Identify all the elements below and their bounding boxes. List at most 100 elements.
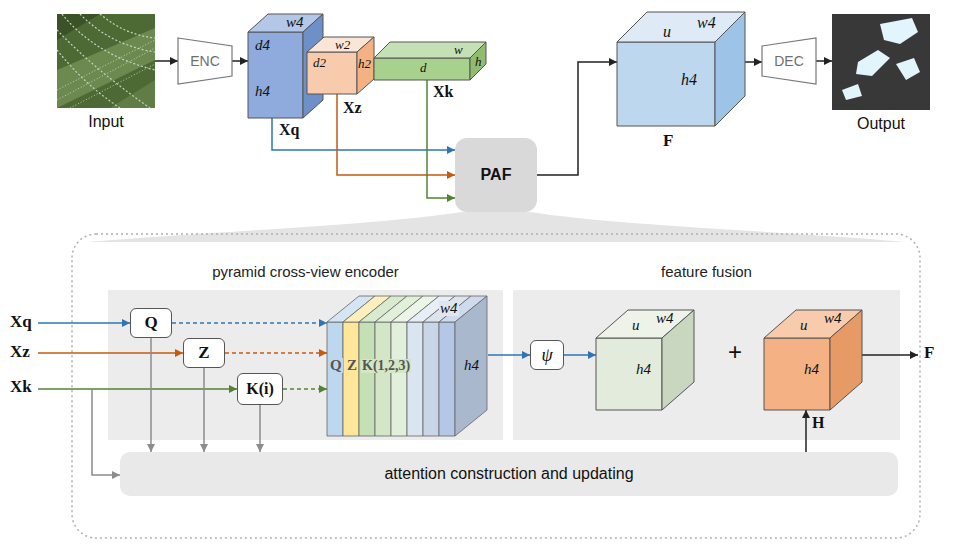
dimension-label: d — [420, 61, 427, 74]
cube-face — [374, 58, 470, 80]
connector — [564, 354, 596, 356]
segment-blob — [896, 58, 920, 80]
connector — [537, 62, 617, 175]
connector — [488, 354, 530, 356]
dimension-label: h2 — [358, 57, 371, 70]
input-image — [57, 14, 155, 108]
input-name: Xq — [10, 313, 32, 330]
signal-name: H — [812, 415, 824, 431]
image-rows — [57, 14, 155, 108]
output-name: F — [924, 344, 934, 361]
cube-face — [617, 42, 715, 126]
node-label: Output — [857, 115, 905, 133]
output-wire — [862, 354, 918, 356]
fusion-panel: feature fusionψuw4h4uw4h4 — [513, 290, 900, 440]
dimension-label: w4 — [656, 311, 674, 326]
connector — [805, 410, 807, 452]
dimension-label: w4 — [439, 301, 459, 316]
key-box: K(i) — [237, 373, 283, 405]
input-name: Xz — [10, 343, 30, 360]
cube-face — [357, 37, 374, 94]
dimension-label: u — [632, 318, 640, 333]
node-label: Input — [88, 113, 124, 131]
dimension-label: h4 — [255, 84, 270, 99]
decoder-block: DEC — [762, 38, 816, 84]
connector — [203, 368, 205, 452]
dimension-label: w4 — [697, 15, 716, 31]
query-box: Q — [130, 308, 172, 338]
segment-blob — [880, 18, 918, 44]
stack-slice — [439, 322, 455, 436]
cube-outline — [764, 310, 863, 411]
connector — [816, 60, 832, 62]
dimension-label: w4 — [824, 311, 842, 326]
output-image: Output — [832, 14, 930, 110]
feature-cube: d2w2h2 — [307, 37, 374, 94]
cube-face — [307, 52, 357, 94]
stacked-features: QZK(1,2,3) h4 w4 — [327, 296, 488, 436]
segment-blob — [842, 84, 862, 100]
psi-box: ψ — [530, 340, 564, 370]
cube-outline — [596, 310, 695, 411]
zoom-funnel — [87, 212, 905, 242]
node-label: pyramid cross-view encoder — [108, 263, 503, 280]
trapezoid — [178, 38, 232, 84]
stack-slice — [455, 296, 487, 436]
stack-slice — [391, 322, 407, 436]
dimension-label: u — [663, 24, 671, 40]
projected-cube: u w4 h4 — [596, 310, 694, 410]
image-ground — [57, 14, 155, 108]
cube-outline — [374, 42, 487, 81]
plus-sign: + — [728, 340, 742, 364]
dimension-label: h4 — [681, 72, 697, 88]
dimension-label: h4 — [636, 362, 651, 377]
stack-slice — [343, 322, 359, 436]
connector — [259, 405, 261, 452]
dimension-label: Q — [329, 358, 343, 373]
encoder-block: ENC — [178, 38, 232, 84]
node-label: PAF — [481, 166, 512, 184]
signal-name: Xz — [343, 100, 362, 116]
input-name: Xk — [10, 378, 32, 395]
cube-face — [248, 32, 303, 118]
cube-face — [470, 42, 486, 80]
dimension-label: K(1,2,3) — [361, 359, 411, 373]
connector — [150, 338, 152, 452]
connector — [337, 94, 455, 175]
dimension-label: F — [663, 132, 673, 149]
connector — [225, 352, 327, 354]
dimension-label: Z — [346, 358, 358, 373]
connector — [745, 61, 762, 63]
input-image: Input — [57, 14, 155, 108]
cube-face — [596, 338, 662, 410]
dimension-label: u — [800, 318, 808, 333]
segment-blob — [856, 50, 890, 76]
dimension-label: h4 — [464, 358, 479, 373]
node-label: ENC — [190, 53, 220, 69]
encoder-panel: pyramid cross-view encoderQZK(i)QZK(1,2,… — [108, 290, 503, 440]
z-box: Z — [183, 338, 225, 368]
stack-slice — [407, 322, 423, 436]
detail-outline — [72, 234, 920, 538]
connector — [283, 388, 327, 390]
panel-ground — [108, 290, 503, 440]
input-wire — [38, 322, 130, 324]
dimension-label: w4 — [286, 15, 304, 30]
node-label: Z — [198, 343, 209, 363]
dimension-label: d2 — [313, 56, 326, 69]
node-label: ψ — [541, 345, 552, 366]
stack-slice — [359, 322, 375, 436]
cube-outline — [617, 12, 746, 127]
node-label: feature fusion — [513, 263, 900, 280]
attention-bar: attention construction and updating — [120, 452, 898, 496]
image-rows — [57, 40, 155, 108]
input-wire — [38, 388, 237, 390]
stack-slice — [375, 322, 391, 436]
stack-slice — [423, 322, 439, 436]
node-label: attention construction and updating — [384, 465, 633, 483]
panel-ground — [513, 290, 900, 440]
dimension-label: w — [454, 43, 463, 56]
connector — [427, 80, 455, 198]
node-label: DEC — [774, 53, 804, 69]
